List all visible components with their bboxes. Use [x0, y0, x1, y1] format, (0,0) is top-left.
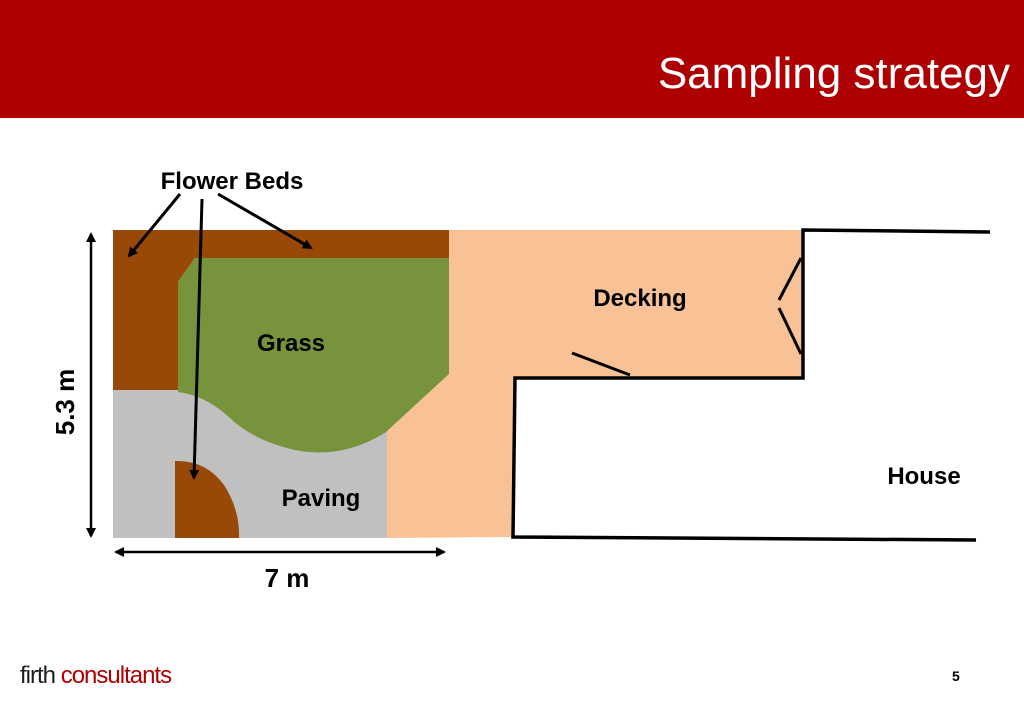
- logo-word-consultants: consultants: [60, 662, 172, 689]
- decking-area: [386, 230, 803, 538]
- flower-bed-arrows: [127, 192, 313, 480]
- height-dimension-label: 5.3 m: [50, 369, 80, 436]
- house-label: House: [887, 463, 960, 490]
- width-dimension-label: 7 m: [265, 563, 310, 593]
- title-bar: Sampling strategy: [0, 0, 1024, 118]
- grass-area: [178, 258, 449, 453]
- page-number: 5: [952, 668, 960, 684]
- logo-word-firth: firth: [20, 662, 56, 689]
- grass-label: Grass: [257, 330, 325, 357]
- paving-label: Paving: [282, 485, 361, 512]
- slide-title: Sampling strategy: [657, 49, 1010, 98]
- flower-beds-label: Flower Beds: [161, 168, 304, 195]
- firth-consultants-logo: firth consultants: [20, 662, 172, 689]
- flower-bed-border: [113, 230, 449, 390]
- flower-bed-corner: [175, 460, 240, 538]
- decking-label: Decking: [593, 285, 686, 312]
- door-marks: [571, 257, 803, 377]
- house-outline: [511, 228, 991, 542]
